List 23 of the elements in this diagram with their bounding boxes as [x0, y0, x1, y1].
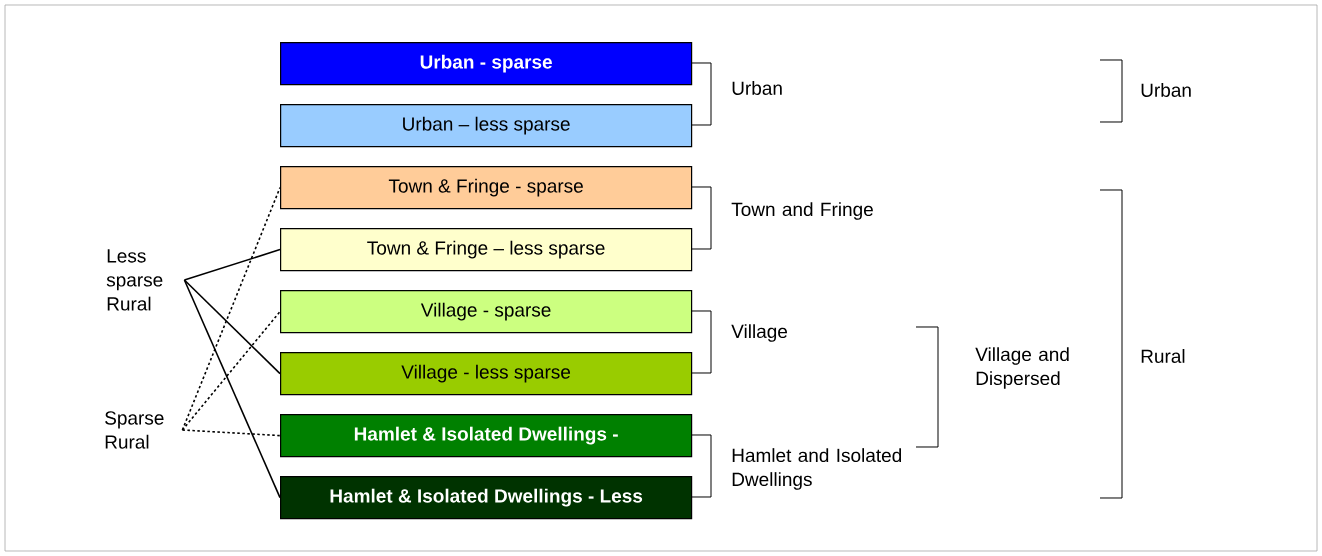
- group-label: Village and Dispersed: [975, 347, 1069, 389]
- group-label: Urban: [732, 81, 782, 95]
- category-box: Hamlet & Isolated Dwellings -: [280, 414, 693, 458]
- category-box: Town & Fringe – less sparse: [280, 228, 693, 272]
- category-box: Hamlet & Isolated Dwellings - Less: [280, 476, 693, 520]
- group-label: Urban: [1141, 83, 1191, 97]
- group-label: Town and Fringe: [731, 202, 873, 220]
- connector-line: [183, 248, 281, 281]
- category-box: Village - sparse: [280, 290, 693, 334]
- connector-line: [183, 279, 281, 375]
- connector-line: [181, 429, 281, 437]
- connector-line: [181, 186, 281, 431]
- group-label: Village: [731, 324, 788, 342]
- category-box: Urban - sparse: [280, 42, 693, 86]
- connector-line: [181, 310, 281, 431]
- group-label: Less sparse Rural: [106, 249, 163, 311]
- group-label: Sparse Rural: [105, 411, 164, 449]
- category-box: Town & Fringe - sparse: [280, 166, 693, 210]
- group-label: Rural: [1141, 349, 1185, 363]
- connector-line: [183, 279, 281, 499]
- category-box: Urban – less sparse: [280, 104, 693, 148]
- category-box: Village - less sparse: [280, 352, 693, 396]
- group-label: Hamlet and Isolated Dwellings: [732, 448, 902, 490]
